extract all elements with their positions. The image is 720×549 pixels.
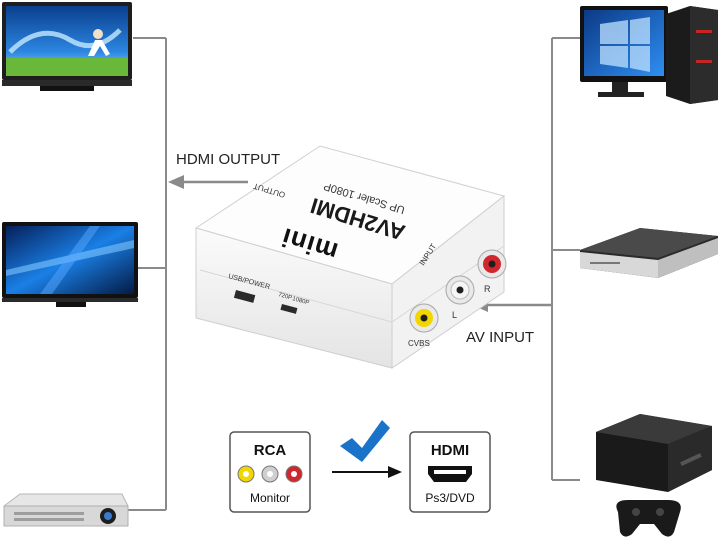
check-icon — [340, 420, 390, 462]
switch-720-label: 720P — [277, 292, 292, 301]
tv-output-1 — [2, 2, 132, 91]
conversion-arrow — [332, 466, 402, 478]
hdmi-output-arrow — [168, 175, 248, 189]
projector — [3, 493, 129, 527]
hdmi-card: HDMI Ps3/DVD — [409, 431, 491, 513]
rca-card-title: RCA — [254, 442, 287, 459]
dvd-player — [580, 228, 718, 278]
connector-lines — [128, 37, 580, 511]
av2hdmi-converter: AV2HDMI UP Scaler 1080P mini OUTPUT INPU… — [194, 145, 507, 369]
game-controller — [616, 500, 681, 537]
port-r-label: R — [484, 284, 491, 294]
switch-1080-label: 1080P — [291, 296, 309, 306]
port-cvbs-label: CVBS — [408, 339, 430, 348]
port-cvbs — [409, 303, 439, 333]
port-l — [445, 275, 475, 305]
hdmi-card-title: HDMI — [431, 442, 469, 459]
resolution-switch — [280, 304, 298, 314]
av-input-label: AV INPUT — [466, 329, 534, 346]
usb-port — [233, 290, 256, 303]
hdmi-card-subtitle: Ps3/DVD — [425, 491, 475, 505]
game-console — [596, 414, 712, 492]
port-l-label: L — [452, 310, 457, 320]
rca-card: RCA Monitor — [229, 431, 311, 513]
port-r — [477, 249, 507, 279]
tv-output-2 — [2, 222, 138, 307]
desktop-computer — [580, 6, 718, 104]
hdmi-output-label: HDMI OUTPUT — [176, 151, 280, 168]
rca-card-subtitle: Monitor — [250, 491, 290, 505]
